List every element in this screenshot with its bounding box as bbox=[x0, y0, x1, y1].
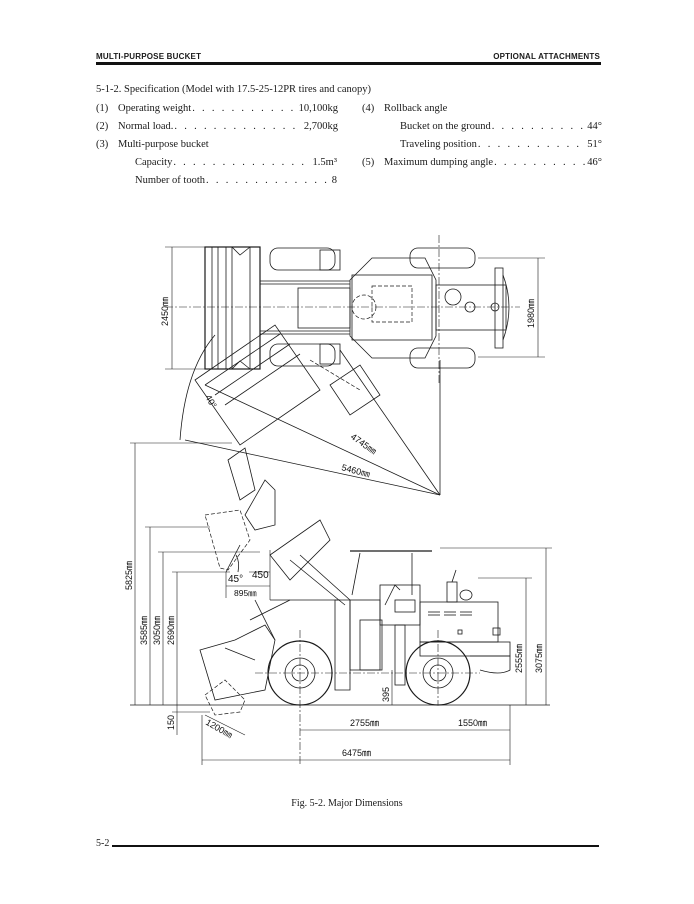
dim-2690: 2690㎜ bbox=[166, 616, 176, 645]
spec-sub-value: 51° bbox=[587, 139, 602, 150]
dim-2555: 2555㎜ bbox=[514, 644, 524, 673]
spec-sub-bucket-ground: Bucket on the ground . . . . . . . . . .… bbox=[400, 121, 602, 133]
spec-item-label: Operating weight bbox=[118, 103, 192, 114]
spec-sub-value: 44° bbox=[587, 121, 602, 132]
spec-item-bucket: (3) Multi-purpose bucket bbox=[96, 139, 338, 151]
dim-5825: 5825㎜ bbox=[124, 561, 134, 590]
spec-item-label: Multi-purpose bucket bbox=[118, 139, 209, 150]
spec-sub-label: Bucket on the ground bbox=[400, 121, 491, 132]
dim-150: 150 bbox=[166, 715, 176, 730]
spec-item-operating-weight: (1) Operating weight . . . . . . . . . .… bbox=[96, 103, 338, 115]
leader-dots: . . . . . . . . . . . . . . . . . . . . … bbox=[494, 157, 586, 168]
spec-item-label: Maximum dumping angle bbox=[384, 157, 494, 168]
spec-sub-capacity: Capacity . . . . . . . . . . . . . . . .… bbox=[135, 157, 337, 169]
spec-sub-teeth: Number of tooth . . . . . . . . . . . . … bbox=[135, 175, 337, 187]
spec-item-label: Rollback angle bbox=[384, 103, 448, 114]
side-view bbox=[130, 442, 552, 765]
spec-item-num: (1) bbox=[96, 103, 109, 114]
spec-item-num: (2) bbox=[96, 121, 109, 132]
spec-sub-value: 1.5m³ bbox=[312, 157, 337, 168]
spec-item-value: 2,700kg bbox=[303, 121, 338, 132]
dim-turn-angle: 40° bbox=[203, 393, 219, 410]
spec-item-num: (4) bbox=[362, 103, 375, 114]
leader-dots: . . . . . . . . . . . . . . . . . . . . … bbox=[477, 139, 586, 150]
leader-dots: . . . . . . . . . . . . . . . . . . . . … bbox=[174, 121, 302, 132]
spec-item-num: (5) bbox=[362, 157, 375, 168]
leader-dots: . . . . . . . . . . . . . . . . . . . . … bbox=[206, 175, 331, 186]
dim-3585: 3585㎜ bbox=[139, 616, 149, 645]
spec-item-normal-load: (2) Normal load. . . . . . . . . . . . .… bbox=[96, 121, 338, 133]
leader-dots: . . . . . . . . . . . . . . . . . . . . … bbox=[192, 103, 297, 114]
spec-item-rollback: (4) Rollback angle bbox=[362, 103, 602, 115]
spec-title: 5-1-2. Specification (Model with 17.5-25… bbox=[96, 84, 371, 95]
spec-item-dumping-angle: (5) Maximum dumping angle . . . . . . . … bbox=[362, 157, 602, 169]
spec-item-value: 46° bbox=[587, 157, 602, 168]
dim-1980: 1980㎜ bbox=[526, 299, 536, 328]
spec-sub-traveling: Traveling position . . . . . . . . . . .… bbox=[400, 139, 602, 151]
header-rule bbox=[96, 62, 601, 65]
spec-item-label: Normal load. bbox=[118, 121, 174, 132]
dim-6475: 6475㎜ bbox=[342, 748, 371, 758]
dim-45-deg: 45° bbox=[228, 574, 243, 585]
spec-sub-label: Traveling position bbox=[400, 139, 477, 150]
dim-3075: 3075㎜ bbox=[534, 644, 544, 673]
dim-2450: 2450㎜ bbox=[160, 297, 170, 326]
dim-1200: 1200㎜ bbox=[204, 717, 234, 740]
dim-2755: 2755㎜ bbox=[350, 718, 379, 728]
spec-sub-label: Number of tooth bbox=[135, 175, 205, 186]
dim-4745: 4745㎜ bbox=[349, 431, 379, 456]
page-number: 5-2 bbox=[96, 838, 110, 849]
section-header-right: OPTIONAL ATTACHMENTS bbox=[493, 52, 600, 61]
dim-895: 895㎜ bbox=[234, 588, 257, 598]
dim-1550: 1550㎜ bbox=[458, 718, 487, 728]
section-header-left: MULTI-PURPOSE BUCKET bbox=[96, 52, 202, 61]
spec-item-num: (3) bbox=[96, 139, 109, 150]
dim-450: 450 bbox=[252, 570, 269, 581]
figure-caption: Fig. 5-2. Major Dimensions bbox=[291, 798, 403, 809]
dim-3050: 3050㎜ bbox=[152, 616, 162, 645]
spec-sub-value: 8 bbox=[331, 175, 337, 186]
spec-item-value: 10,100kg bbox=[298, 103, 338, 114]
footer-rule bbox=[112, 845, 599, 847]
dim-395: 395 bbox=[381, 687, 391, 702]
spec-sub-label: Capacity bbox=[135, 157, 173, 168]
top-view bbox=[165, 235, 545, 496]
leader-dots: . . . . . . . . . . . . . . . . . . . . … bbox=[173, 157, 311, 168]
leader-dots: . . . . . . . . . . . . . . . . . . . . … bbox=[491, 121, 587, 132]
